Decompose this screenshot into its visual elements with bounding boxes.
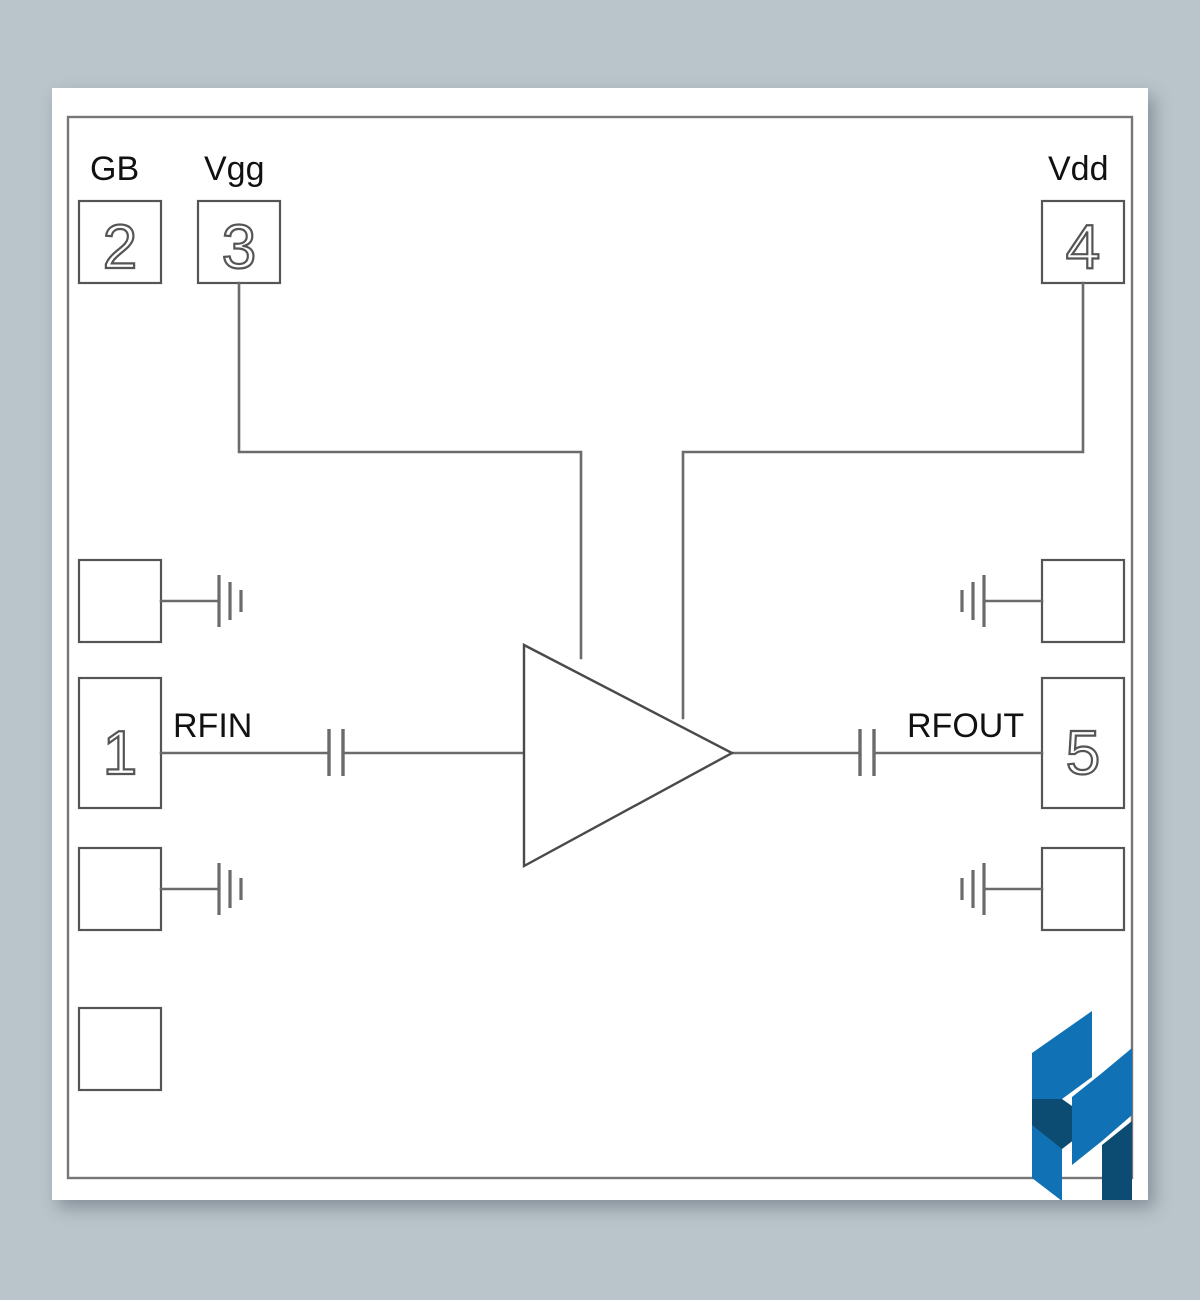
label-vgg: Vgg [204, 150, 265, 188]
logo-shape-right-inner [1072, 1073, 1102, 1165]
logo-shape-right-dark [1102, 1121, 1132, 1200]
ground-icon-right-lower [960, 863, 986, 915]
pad-2-number: 2 [103, 213, 137, 282]
pad-4-number: 4 [1066, 213, 1100, 282]
pad-3-number: 3 [222, 213, 256, 282]
ground-icon-left-lower [217, 863, 243, 915]
input-capacitor [327, 729, 345, 776]
pad-1-number: 1 [103, 719, 137, 788]
amplifier-triangle[interactable] [522, 643, 735, 869]
pad-left-unconnected[interactable] [77, 1006, 163, 1092]
label-vdd: Vdd [1048, 150, 1109, 188]
output-capacitor [858, 729, 876, 776]
inner-frame [66, 115, 1134, 1180]
label-gb: GB [90, 150, 139, 188]
pad-right-ground-upper[interactable] [1040, 558, 1126, 644]
pad-right-ground-lower[interactable] [1040, 846, 1126, 932]
label-rfin: RFIN [173, 707, 252, 745]
pad-5-number: 5 [1066, 719, 1100, 788]
company-logo [1032, 1011, 1132, 1200]
wire-vgg-to-amplifier [237, 281, 583, 660]
schematic-canvas: 2 GB 3 Vgg 4 Vdd 1 [66, 115, 1134, 1200]
pad-5-rfout[interactable] [1040, 676, 1126, 810]
pad-4-vdd[interactable] [1040, 199, 1126, 285]
ground-icon-left-upper [217, 575, 243, 627]
logo-shape-right-diagonal [1102, 1048, 1132, 1141]
label-rfout: RFOUT [907, 707, 1024, 745]
pad-1-rfin[interactable] [77, 676, 163, 810]
logo-shape-upper-left [1032, 1011, 1092, 1099]
ground-icon-right-upper [960, 575, 986, 627]
pad-left-ground-upper[interactable] [77, 558, 163, 644]
pad-2-gb[interactable] [77, 199, 163, 285]
wire-vdd-to-amplifier [681, 281, 1085, 720]
pad-left-ground-lower[interactable] [77, 846, 163, 932]
diagram-card: 2 GB 3 Vgg 4 Vdd 1 [52, 88, 1148, 1200]
logo-shape-center-dark [1032, 1099, 1096, 1149]
